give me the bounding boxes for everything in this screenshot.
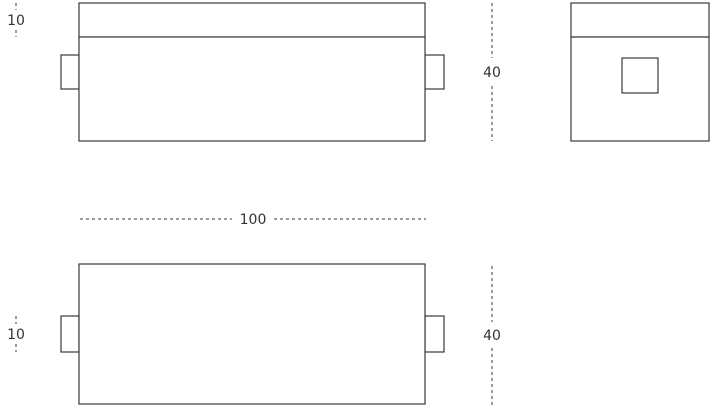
bottom-handle-label: 10	[7, 327, 25, 343]
width-label: 100	[240, 212, 267, 228]
side-view-lid	[570, 2, 710, 38]
front-height-dimension: 40	[483, 3, 501, 141]
front-view	[60, 2, 445, 142]
bottom-view-left-handle	[60, 315, 80, 353]
front-height-label: 40	[483, 65, 501, 81]
bottom-handle-dimension: 10	[7, 316, 25, 352]
side-view	[570, 2, 710, 142]
width-dimension: 100	[80, 212, 426, 228]
bottom-view	[60, 263, 445, 405]
lid-height-dimension: 10	[7, 3, 25, 37]
front-view-body	[78, 36, 426, 142]
bottom-view-right-handle	[424, 315, 445, 353]
bottom-height-dimension: 40	[483, 266, 501, 406]
lid-height-label: 10	[7, 13, 25, 29]
front-view-right-handle	[424, 54, 445, 90]
front-view-left-handle	[60, 54, 80, 90]
bottom-view-body	[78, 263, 426, 405]
bottom-height-label: 40	[483, 328, 501, 344]
front-view-lid	[78, 2, 426, 38]
side-view-handle	[621, 57, 659, 94]
